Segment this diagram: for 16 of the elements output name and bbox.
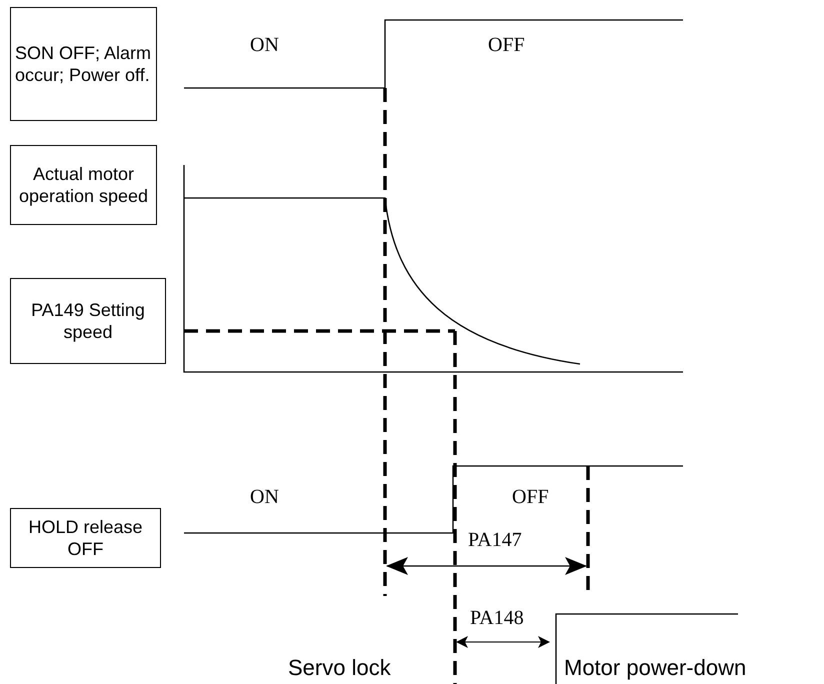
event-label: Motor power-down <box>564 655 746 681</box>
signal-name: Actual motor operation speed <box>18 163 150 207</box>
state-label: OFF <box>512 486 549 509</box>
state-label: ON <box>250 486 279 509</box>
signal-name: HOLD release OFF <box>27 516 144 560</box>
signal-label-box <box>10 145 157 225</box>
signal-label-box <box>10 7 157 121</box>
state-label: OFF <box>488 34 525 57</box>
state-label: ON <box>250 34 279 57</box>
signal-label-box <box>10 278 166 364</box>
parameter-label: PA147 <box>468 529 522 552</box>
signal-name: SON OFF; Alarm occur; Power off. <box>15 42 152 86</box>
parameter-label: PA148 <box>470 607 524 630</box>
signal-label-box <box>10 508 161 568</box>
event-label: Servo lock <box>288 655 391 681</box>
signal-name: PA149 Setting speed <box>30 299 146 343</box>
